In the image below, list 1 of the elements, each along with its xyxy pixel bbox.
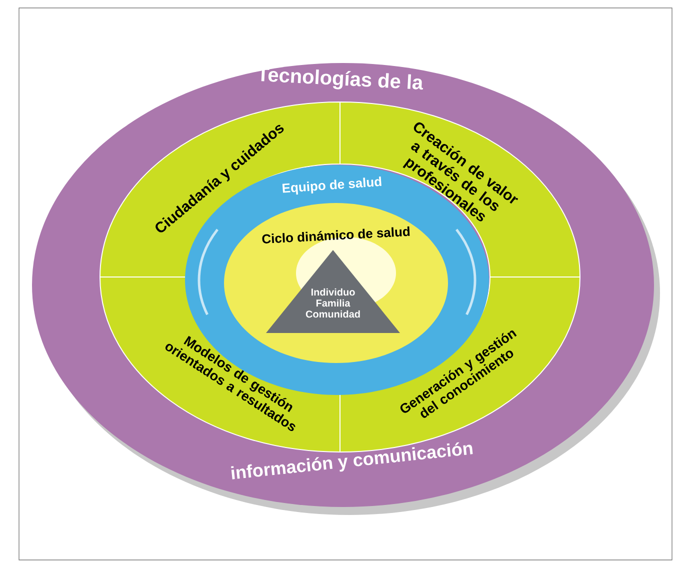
- triangle: Individuo Familia Comunidad: [266, 250, 400, 333]
